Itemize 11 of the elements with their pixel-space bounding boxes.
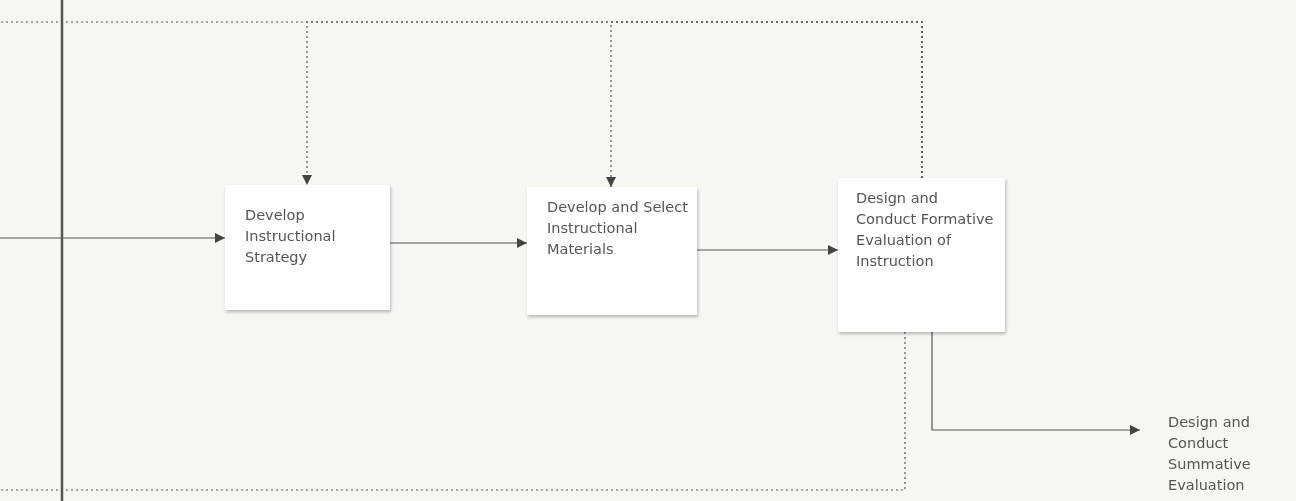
arrow — [389, 238, 528, 248]
step-text: Develop and Select Instructional Materials — [547, 198, 689, 259]
step-text: Design and Conduct Formative Evaluation of Instruction — [856, 189, 995, 271]
arrow — [0, 233, 226, 243]
arrow — [931, 331, 1141, 435]
arrow — [696, 245, 839, 255]
process-box — [838, 178, 1005, 332]
process-box — [527, 187, 697, 315]
step-text: Develop Instructional Strategy — [245, 206, 337, 267]
process-box — [225, 185, 390, 310]
step-text: Design and Conduct Summative Evaluation — [1168, 413, 1252, 495]
